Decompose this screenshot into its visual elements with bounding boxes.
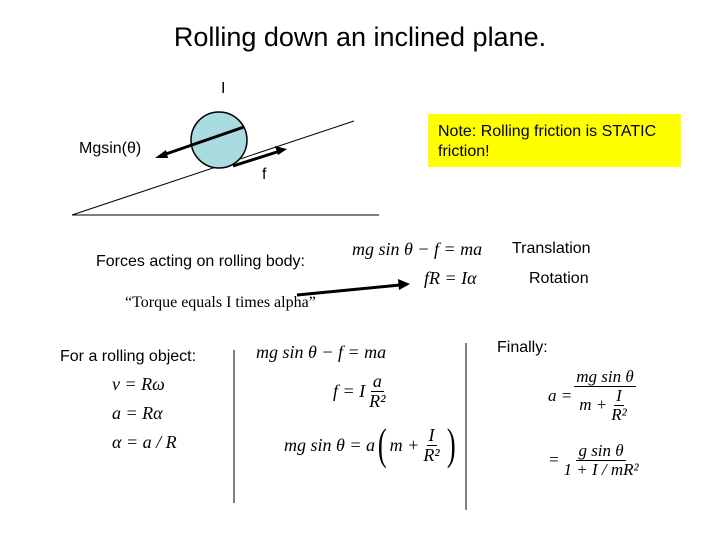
final-eq2-fraction: g sin θ 1 + I / mR² — [561, 442, 640, 479]
rotation-equation: fR = Iα — [424, 268, 477, 288]
final-a-numerator: mg sin θ — [574, 367, 636, 387]
combined-numerator: I — [426, 424, 437, 446]
left-paren: ( — [377, 420, 387, 469]
combined-fraction: I R² — [421, 424, 441, 465]
final-a-den-mass: m + — [579, 395, 608, 415]
friction-fraction: a R² — [367, 372, 387, 411]
final-simplified: = g sin θ 1 + I / mR² — [548, 442, 643, 479]
finally-label: Finally: — [497, 339, 548, 356]
combined-denominator: R² — [423, 444, 440, 465]
static-friction-note: Note: Rolling friction is STATIC frictio… — [428, 114, 681, 167]
final-a-fraction: mg sin θ m + I R² — [574, 367, 636, 424]
forces-label: Forces acting on rolling body: — [96, 253, 305, 270]
velocity-relation: v = Rω — [112, 374, 165, 394]
combined-mass: m + — [389, 434, 420, 455]
gravity-arrowhead — [155, 150, 168, 158]
final-eq2-lhs: = — [548, 450, 560, 470]
friction-label: f — [262, 166, 267, 183]
combined-equation: mg sin θ = a ( m + I R² ) — [284, 420, 458, 470]
friction-force-arrow — [232, 149, 281, 168]
final-a-den-numerator: I — [614, 385, 624, 406]
translation-label: Translation — [512, 240, 591, 257]
moment-inertia-label: I — [221, 80, 226, 97]
friction-arrowhead — [275, 146, 287, 155]
torque-arrowhead — [398, 279, 410, 290]
final-eq2-denominator: 1 + I / mR² — [563, 459, 639, 479]
alpha-relation: α = a / R — [112, 432, 177, 452]
final-a-lhs: a = — [548, 385, 573, 405]
friction-expression: f = I a R² — [333, 372, 390, 411]
final-acceleration: a = mg sin θ m + I R² — [548, 368, 638, 424]
final-a-den-fraction: I R² — [609, 385, 628, 424]
translation-equation: mg sin θ − f = ma — [352, 239, 483, 259]
rolling-ball — [190, 111, 248, 169]
page-title: Rolling down an inclined plane. — [173, 22, 547, 52]
middle-force-equation: mg sin θ − f = ma — [256, 342, 387, 362]
final-a-denominator: m + I R² — [577, 385, 632, 424]
acceleration-relation: a = Rα — [112, 403, 163, 423]
friction-denominator: R² — [369, 390, 386, 411]
final-a-den-denominator: R² — [611, 404, 627, 424]
friction-lhs: f = I — [333, 380, 366, 401]
gravity-component-label: Mgsin(θ) — [79, 140, 142, 157]
rolling-object-label: For a rolling object: — [60, 348, 197, 365]
torque-quote: “Torque equals I times alpha” — [125, 294, 316, 311]
friction-numerator: a — [370, 371, 384, 392]
combined-lhs: mg sin θ = a — [284, 434, 375, 455]
rotation-label: Rotation — [529, 270, 589, 287]
right-paren: ) — [446, 420, 456, 469]
torque-pointer-arrow — [296, 283, 401, 297]
gravity-force-arrow — [162, 125, 245, 157]
final-eq2-numerator: g sin θ — [576, 441, 626, 461]
